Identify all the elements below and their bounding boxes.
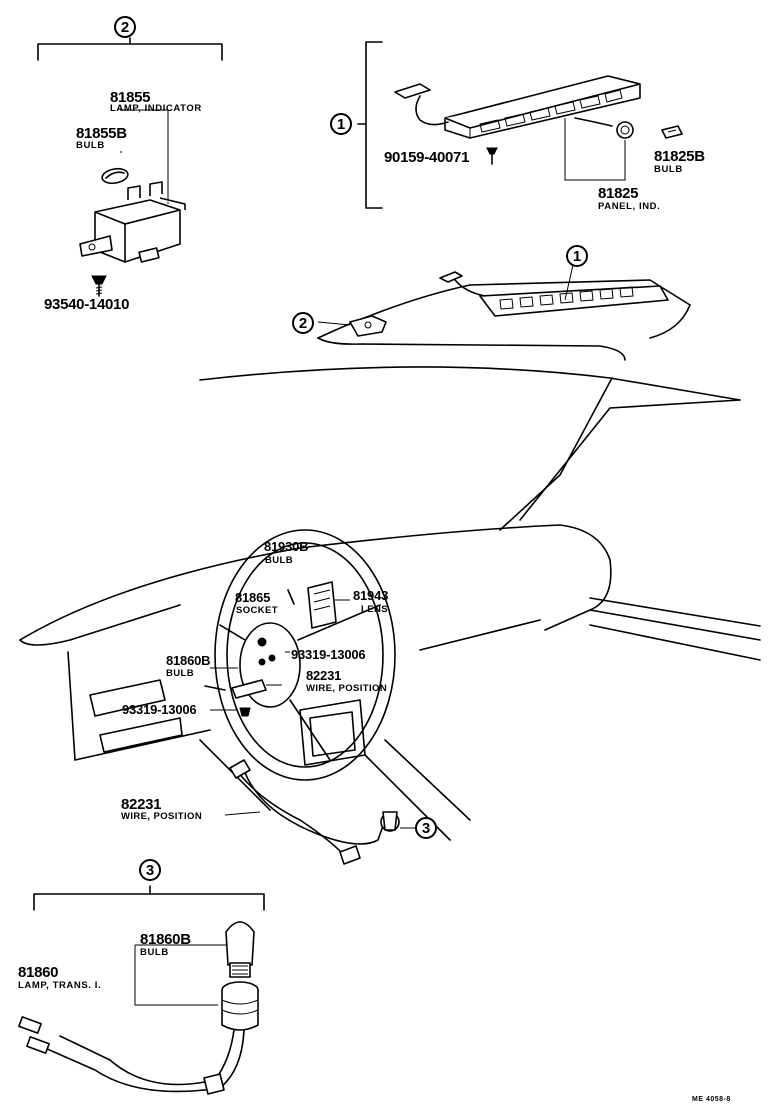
panel-leader: [564, 118, 626, 181]
lamp-indicator-number: 81855: [110, 89, 151, 106]
screw-left-number: 93319-13006: [122, 702, 197, 717]
position-wire-number: 82231: [306, 668, 342, 683]
car-interior: [19, 366, 761, 841]
socket-number: 81865: [235, 590, 271, 605]
indicator-screw-shape: [91, 275, 107, 297]
wheel-bulb-top-name: BULB: [265, 555, 293, 566]
trans-lamp-shape: [18, 921, 259, 1095]
trans-bulb-number: 81860B: [140, 931, 191, 948]
dash-callout1-leader: [564, 264, 574, 301]
group3-bracket: [33, 885, 265, 911]
callout-1-top: 1: [330, 113, 352, 135]
indicator-panel-shape: [394, 75, 641, 139]
wire2-leader: [224, 811, 261, 816]
lens-name: LENS: [361, 604, 388, 615]
lamp-indicator-name: LAMP, INDICATOR: [110, 103, 202, 114]
wheel-bulb-top-number: 81930B: [264, 539, 309, 554]
position-wire2-name: WIRE, POSITION: [121, 811, 203, 822]
panel-screw-number: 90159-40071: [384, 149, 470, 166]
position-wire2-number: 82231: [121, 796, 162, 813]
trans-bulb-name: BULB: [140, 947, 169, 958]
panel-bulb-shape: [661, 125, 683, 139]
wheel-bulb-left-number: 81860B: [166, 653, 211, 668]
steering-wheel-shape: [204, 529, 396, 781]
callout-1-dash: 1: [566, 245, 588, 267]
socket-name: SOCKET: [236, 605, 278, 616]
screw-right-number: 93319-13006: [291, 647, 366, 662]
indicator-bulb-shape: [101, 167, 129, 185]
panel-bulb-name: BULB: [654, 164, 683, 175]
lens-number: 81943: [353, 588, 389, 603]
group2-bracket: [37, 37, 223, 61]
group1-bracket: [357, 41, 383, 209]
indicator-lamp-housing: [79, 181, 186, 263]
trans-lamp-number: 81860: [18, 964, 59, 981]
panel-screw-shape: [486, 147, 498, 165]
indicator-bulb-name: BULB: [76, 140, 105, 151]
indicator-screw-number: 93540-14010: [44, 296, 130, 313]
callout-3-wire: 3: [415, 817, 437, 839]
position-wire-harness: [229, 759, 400, 865]
wheel-bulb-left-name: BULB: [166, 668, 194, 679]
callout-2-top: 2: [114, 16, 136, 38]
lamp-leader: [120, 109, 169, 204]
dash-callout2-leader: [317, 321, 351, 326]
position-wire-name: WIRE, POSITION: [306, 683, 388, 694]
callout-2-dash: 2: [292, 312, 314, 334]
group3-lamp-leader: [134, 945, 218, 1006]
panel-bulb-number: 81825B: [654, 148, 705, 165]
panel-ind-number: 81825: [598, 185, 639, 202]
panel-ind-name: PANEL, IND.: [598, 201, 661, 212]
dash-top-view: [317, 271, 691, 361]
indicator-bulb-number: 81855B: [76, 125, 127, 142]
callout-3-group: 3: [139, 859, 161, 881]
figure-reference: ME 4058-8: [692, 1096, 731, 1103]
trans-lamp-name: LAMP, TRANS. I.: [18, 980, 102, 991]
